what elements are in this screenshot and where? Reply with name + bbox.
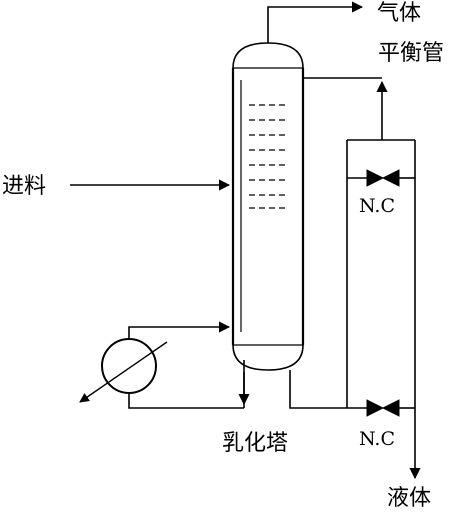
column-label: 乳化塔 — [222, 431, 288, 456]
valve-bottom — [366, 399, 400, 417]
balance-loop — [346, 139, 416, 408]
feed-label: 进料 — [2, 174, 46, 199]
bottom-outlet-line — [289, 370, 367, 409]
balance-pipe-label: 平衡管 — [378, 41, 444, 66]
emulsification-column — [231, 42, 305, 371]
column-trays — [249, 104, 287, 209]
gas-outlet-line — [267, 1, 364, 43]
liquid-label: 液体 — [387, 486, 431, 511]
valve-bottom-label: N.C — [359, 428, 395, 450]
valve-top — [366, 169, 400, 187]
reboiler — [79, 321, 250, 409]
gas-label: 气体 — [377, 1, 421, 26]
valve-top-label: N.C — [359, 195, 395, 217]
